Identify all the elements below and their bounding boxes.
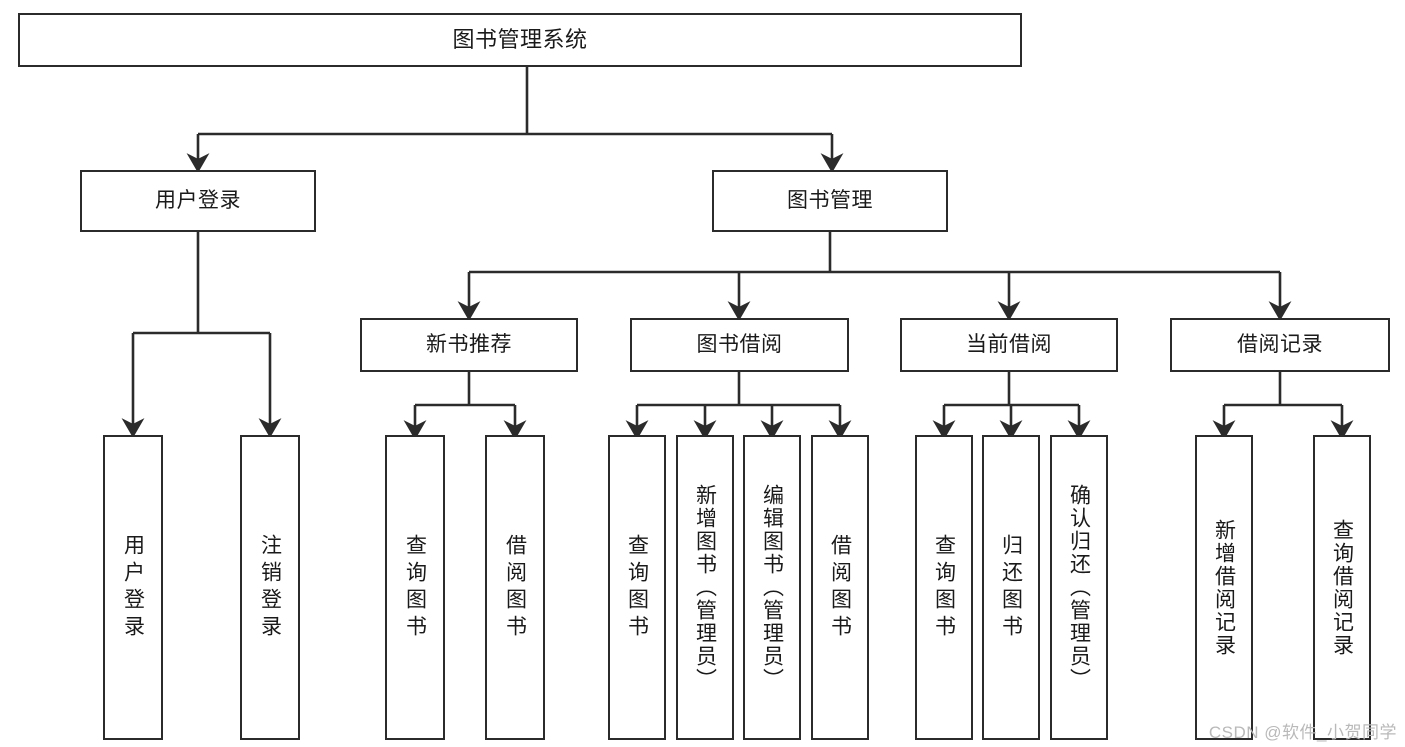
leaf-query-books-current[interactable]: 查询图书	[915, 435, 973, 740]
node-current-borrow[interactable]: 当前借阅	[900, 318, 1118, 372]
leaf-confirm-return-admin[interactable]: 确认归还（管理员）	[1050, 435, 1108, 740]
leaf-add-borrow-record[interactable]: 新增借阅记录	[1195, 435, 1253, 740]
node-new-book-recommend[interactable]: 新书推荐	[360, 318, 578, 372]
leaf-logout[interactable]: 注销登录	[240, 435, 300, 740]
leaf-borrow-books[interactable]: 借阅图书	[811, 435, 869, 740]
node-user-login[interactable]: 用户登录	[80, 170, 316, 232]
leaf-query-books-borrow[interactable]: 查询图书	[608, 435, 666, 740]
node-root-system[interactable]: 图书管理系统	[18, 13, 1022, 67]
leaf-query-borrow-record[interactable]: 查询借阅记录	[1313, 435, 1371, 740]
node-book-borrow[interactable]: 图书借阅	[630, 318, 849, 372]
leaf-user-login[interactable]: 用户登录	[103, 435, 163, 740]
leaf-return-books[interactable]: 归还图书	[982, 435, 1040, 740]
leaf-add-book-admin[interactable]: 新增图书（管理员）	[676, 435, 734, 740]
leaf-edit-book-admin[interactable]: 编辑图书（管理员）	[743, 435, 801, 740]
node-book-management[interactable]: 图书管理	[712, 170, 948, 232]
leaf-query-books-recommend[interactable]: 查询图书	[385, 435, 445, 740]
node-borrow-record[interactable]: 借阅记录	[1170, 318, 1390, 372]
watermark-text: CSDN @软件_小贺同学	[1208, 723, 1397, 742]
leaf-borrow-books-recommend[interactable]: 借阅图书	[485, 435, 545, 740]
